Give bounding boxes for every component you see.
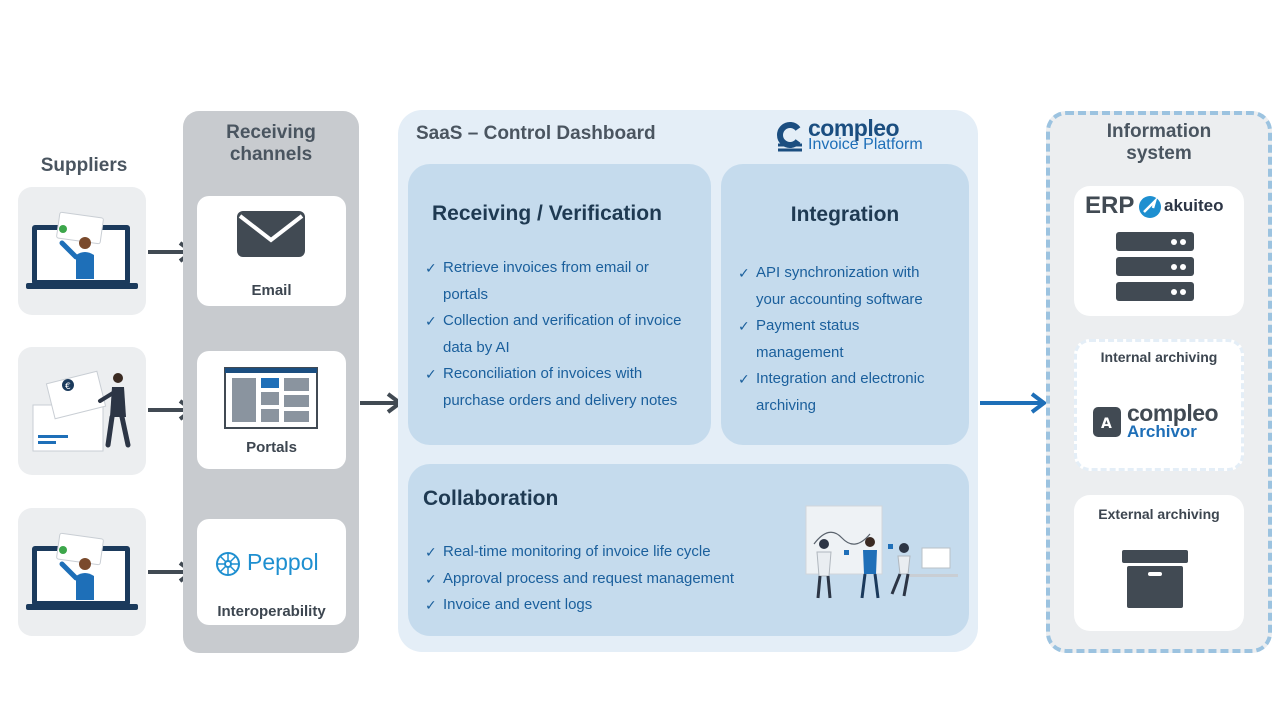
peppol-logo-icon — [216, 552, 240, 576]
supplier-card-laptop-1 — [18, 187, 146, 315]
server-icon — [1116, 232, 1194, 301]
compleo-logo-icon — [777, 122, 802, 152]
internal-archiving-card: Internal archiving A compleo Archivor — [1074, 339, 1244, 471]
list-item: Invoice and event logs — [425, 592, 785, 619]
list-item: Reconciliation of invoices withpurchase … — [425, 361, 705, 414]
erp-label: ERP — [1085, 192, 1135, 219]
saas-title: SaaS – Control Dashboard — [416, 123, 656, 144]
archive-box-icon — [1122, 550, 1188, 608]
supplier-card-mail: € — [18, 347, 146, 475]
svg-text:A: A — [1101, 416, 1112, 432]
email-label: Email — [251, 282, 292, 299]
akuiteo-logo-text: akuiteo — [1164, 196, 1224, 215]
internal-archiving-label: Internal archiving — [1100, 349, 1218, 365]
team-collaboration-illustration — [805, 505, 958, 599]
portals-label: Portals — [246, 439, 297, 456]
collaboration-title: Collaboration — [423, 487, 559, 510]
receiving-channels-title: Receiving channels — [226, 122, 316, 165]
archivor-logo-subtext: Archivor — [1127, 422, 1197, 441]
suppliers-title: Suppliers — [40, 155, 128, 176]
channel-peppol: Peppol Interoperability — [197, 519, 346, 625]
svg-text:€: € — [65, 382, 71, 392]
envelope-icon — [237, 211, 305, 257]
invoice-person-illustration: € — [32, 370, 131, 452]
compleo-invoice-platform-logo: compleo Invoice Platform — [776, 115, 946, 157]
list-item: Collection and verification of invoiceda… — [425, 308, 705, 361]
laptop-person-illustration — [26, 532, 138, 610]
archivor-logo-text: compleo — [1127, 400, 1219, 426]
collaboration-block: Collaboration Real-time monitoring of in… — [408, 464, 969, 636]
arrow-icon — [980, 392, 1048, 414]
receiving-verification-block: Receiving / Verification Retrieve invoic… — [408, 164, 711, 445]
collaboration-list: Real-time monitoring of invoice life cyc… — [425, 539, 785, 619]
peppol-logo-text: Peppol — [247, 549, 319, 575]
integration-block: Integration API synchronization withyour… — [721, 164, 969, 445]
interoperability-label: Interoperability — [217, 603, 326, 620]
supplier-card-laptop-2 — [18, 508, 146, 636]
erp-card: ERP akuiteo — [1074, 186, 1244, 316]
information-system-title: Information system — [1106, 121, 1212, 164]
integration-title: Integration — [790, 203, 900, 226]
list-item: Real-time monitoring of invoice life cyc… — [425, 539, 785, 566]
akuiteo-logo-icon — [1139, 196, 1161, 218]
external-archiving-card: External archiving — [1074, 495, 1244, 631]
archivor-logo-icon: A — [1093, 407, 1121, 437]
receiving-verification-title: Receiving / Verification — [432, 202, 662, 225]
list-item: Approval process and request management — [425, 566, 785, 593]
channel-email: Email — [197, 196, 346, 306]
external-archiving-label: External archiving — [1098, 506, 1220, 522]
portal-window-icon — [224, 367, 318, 429]
channel-portals: Portals — [197, 351, 346, 469]
laptop-person-illustration — [26, 211, 138, 289]
